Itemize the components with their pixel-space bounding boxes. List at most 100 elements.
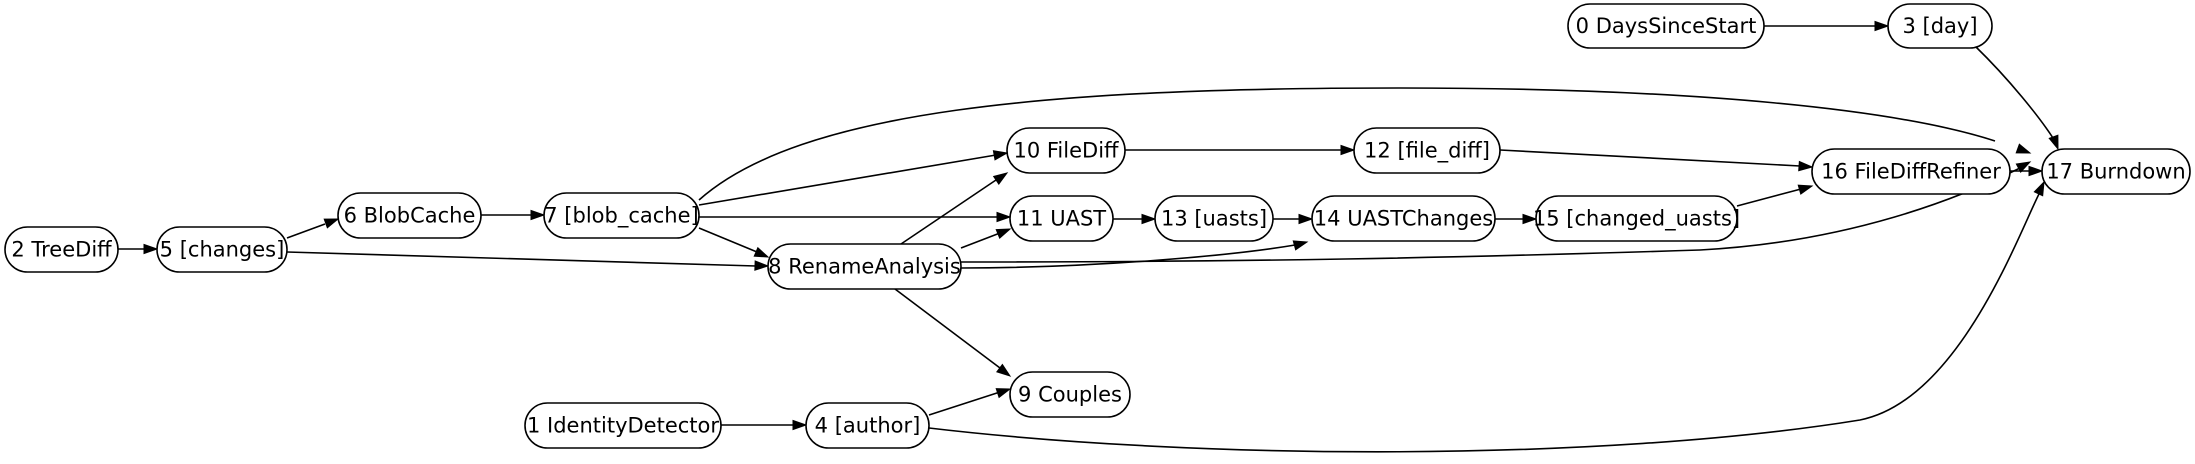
graph-node-n7[interactable]: 7 [blob_cache] xyxy=(543,192,700,239)
edge-line xyxy=(698,227,758,253)
edge-arrowhead xyxy=(1298,213,1314,225)
graph-edge xyxy=(286,251,770,271)
graph-node-n9[interactable]: 9 Couples xyxy=(1009,371,1131,418)
graph-edge xyxy=(1113,213,1157,225)
edge-line xyxy=(1736,188,1802,207)
graph-node-n10[interactable]: 10 FileDiff xyxy=(1006,127,1126,174)
edge-arrowhead xyxy=(753,246,770,258)
node-shape[interactable] xyxy=(1353,127,1501,174)
graph-edge xyxy=(1764,20,1890,32)
graph-node-n12[interactable]: 12 [file_diff] xyxy=(1353,127,1501,174)
graph-node-n11[interactable]: 11 UAST xyxy=(1009,195,1114,242)
graph-edge xyxy=(698,150,1009,206)
graph-edge xyxy=(2010,165,2044,177)
node-shape[interactable] xyxy=(805,402,930,449)
edge-line xyxy=(928,191,2041,453)
edge-line xyxy=(286,251,757,267)
edge-arrowhead xyxy=(995,388,1012,399)
edge-arrowhead xyxy=(996,363,1012,377)
edge-arrowhead xyxy=(1522,213,1538,225)
graph-edge xyxy=(928,388,1012,416)
graph-edge xyxy=(118,243,159,255)
graph-edge xyxy=(928,180,2045,453)
graph-edge xyxy=(900,172,1009,245)
graph-edge xyxy=(1125,144,1356,156)
edge-arrowhead xyxy=(323,218,340,229)
graph-node-n4[interactable]: 4 [author] xyxy=(805,402,930,449)
graph-edge xyxy=(1499,149,1814,172)
node-shape[interactable] xyxy=(4,226,119,273)
edge-line xyxy=(286,223,326,239)
graph-node-n13[interactable]: 13 [uasts] xyxy=(1154,195,1274,242)
node-shape[interactable] xyxy=(1006,127,1126,174)
graph-node-n8[interactable]: 8 RenameAnalysis xyxy=(767,243,962,290)
node-shape[interactable] xyxy=(2041,148,2191,195)
graph-edge xyxy=(960,228,1012,249)
edge-arrowhead xyxy=(2028,165,2044,177)
graph-node-n2[interactable]: 2 TreeDiff xyxy=(4,226,119,273)
node-shape[interactable] xyxy=(1887,3,1993,49)
graph-node-n1[interactable]: 1 IdentityDetector xyxy=(524,402,722,449)
graph-edge xyxy=(1273,213,1314,225)
graph-edge xyxy=(1736,184,1814,207)
edge-arrowhead xyxy=(1292,240,1309,251)
graph-node-n17[interactable]: 17 Burndown xyxy=(2041,148,2191,195)
edge-arrowhead xyxy=(995,228,1012,239)
node-shape[interactable] xyxy=(767,243,962,290)
node-shape[interactable] xyxy=(1154,195,1274,242)
edge-line xyxy=(698,87,1996,201)
graph-node-n0[interactable]: 0 DaysSinceStart xyxy=(1567,3,1765,49)
node-shape[interactable] xyxy=(1811,148,2011,195)
edge-arrowhead xyxy=(1340,144,1356,156)
edge-line xyxy=(1974,45,2054,139)
edge-arrowhead xyxy=(1141,213,1157,225)
graph-node-n16[interactable]: 16 FileDiffRefiner xyxy=(1811,148,2011,195)
graph-edge xyxy=(698,227,770,258)
graph-edge xyxy=(894,288,1012,377)
graph-edge xyxy=(960,240,1309,269)
edge-arrowhead xyxy=(754,260,770,271)
edge-arrowhead xyxy=(996,211,1012,223)
graph-edge xyxy=(481,209,546,221)
edge-arrowhead xyxy=(2033,180,2045,197)
edge-line xyxy=(698,154,997,206)
node-shape[interactable] xyxy=(1567,3,1765,49)
graph-node-n5[interactable]: 5 [changes] xyxy=(156,226,288,273)
edge-line xyxy=(900,179,997,245)
node-shape[interactable] xyxy=(543,192,700,239)
edge-line xyxy=(960,167,2021,263)
graph-edge xyxy=(721,419,808,431)
edge-arrowhead xyxy=(2048,134,2059,151)
graph-edge xyxy=(1495,213,1538,225)
edge-arrowhead xyxy=(143,243,159,255)
edge-arrowhead xyxy=(792,419,808,431)
node-shape[interactable] xyxy=(1311,195,1496,242)
edge-arrowhead xyxy=(992,172,1009,185)
graph-edge xyxy=(960,161,2032,263)
edge-line xyxy=(1499,149,1801,167)
node-shape[interactable] xyxy=(337,192,482,239)
graph-node-n3[interactable]: 3 [day] xyxy=(1887,3,1993,49)
graph-node-n6[interactable]: 6 BlobCache xyxy=(337,192,482,239)
node-shape[interactable] xyxy=(1009,195,1114,242)
node-shape[interactable] xyxy=(1009,371,1131,418)
node-shape[interactable] xyxy=(156,226,288,273)
edge-line xyxy=(894,288,1001,369)
node-shape[interactable] xyxy=(524,402,722,449)
node-shape[interactable] xyxy=(1535,195,1738,242)
edge-arrowhead xyxy=(2015,143,2032,154)
graph-edge xyxy=(698,87,2032,201)
edge-arrowhead xyxy=(1874,20,1890,32)
graph-edge xyxy=(1974,45,2059,151)
graph-edge xyxy=(699,211,1012,223)
edge-arrowhead xyxy=(2015,161,2032,174)
edge-arrowhead xyxy=(530,209,546,221)
edge-layer xyxy=(118,20,2059,453)
edge-arrowhead xyxy=(1797,184,1814,195)
edge-line xyxy=(928,391,1001,416)
edge-arrowhead xyxy=(1798,160,1814,172)
edge-line xyxy=(960,232,1001,249)
graph-node-n15[interactable]: 15 [changed_uasts] xyxy=(1533,195,1740,242)
graph-node-n14[interactable]: 14 UASTChanges xyxy=(1311,195,1496,242)
